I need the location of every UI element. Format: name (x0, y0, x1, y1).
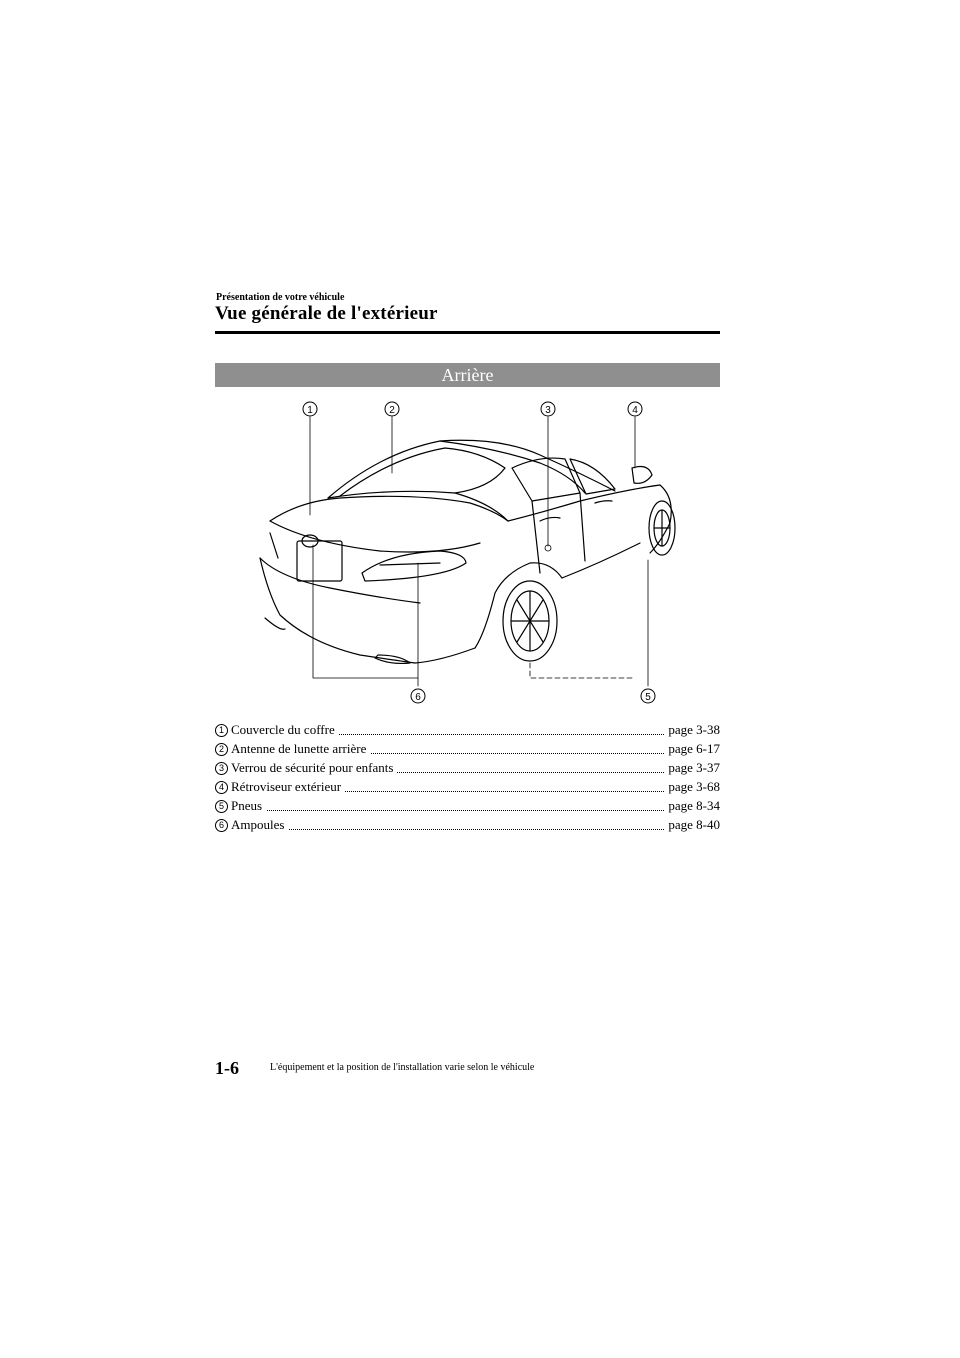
dot-leader (231, 791, 720, 792)
rear-wheel (502, 580, 558, 662)
legend-item-2: 2 Antenne de lunette arrière page 6-17 (215, 741, 720, 760)
legend-page-ref: page 3-37 (664, 760, 720, 776)
callout-4-circle (627, 401, 643, 417)
page-number: 1-6 (215, 1058, 239, 1078)
legend-item-1: 1 Couvercle du coffre page 3-38 (215, 722, 720, 741)
car-body (259, 439, 672, 665)
callout-1-circle (302, 401, 318, 417)
front-wheel (648, 500, 676, 556)
legend-item-4: 4 Rétroviseur extérieur page 3-68 (215, 779, 720, 798)
legend-item-5: 5 Pneus page 8-34 (215, 798, 720, 817)
callout-4-text: 4 (632, 405, 638, 416)
legend-item-3: 3 Verrou de sécurité pour enfants page 3… (215, 760, 720, 779)
page-title: Vue générale de l'extérieur (215, 303, 438, 324)
legend-page-ref: page 8-34 (664, 798, 720, 814)
legend-page-ref: page 8-40 (664, 817, 720, 833)
title-rule (215, 331, 720, 334)
callout-3-text: 3 (545, 405, 551, 416)
legend-number-badge: 5 (215, 800, 228, 813)
callouts: 1 2 3 4 5 6 (302, 401, 656, 704)
dot-leader (231, 753, 720, 754)
section-banner: Arrière (215, 363, 720, 387)
callout-1-text: 1 (307, 405, 313, 416)
legend-label: Ampoules (231, 817, 289, 833)
footer-note: L'équipement et la position de l'install… (270, 1062, 535, 1073)
legend-label: Pneus (231, 798, 267, 814)
legend-label: Rétroviseur extérieur (231, 779, 346, 795)
legend-number-badge: 4 (215, 781, 228, 794)
car-rear-illustration: 1 2 3 4 5 6 (259, 401, 676, 704)
legend-number-badge: 6 (215, 819, 228, 832)
callout-5-text: 5 (645, 692, 651, 703)
dot-leader (231, 829, 720, 830)
legend-page-ref: page 3-68 (664, 779, 720, 795)
legend-label: Antenne de lunette arrière (231, 741, 371, 757)
leader-lines (309, 416, 649, 687)
legend-number-badge: 3 (215, 762, 228, 775)
legend-item-6: 6 Ampoules page 8-40 (215, 817, 720, 836)
legend-number-badge: 2 (215, 743, 228, 756)
legend-label: Verrou de sécurité pour enfants (231, 760, 398, 776)
callout-5-circle (640, 688, 656, 704)
legend-page-ref: page 3-38 (664, 722, 720, 738)
callout-2-circle (384, 401, 400, 417)
callout-6-circle (410, 688, 426, 704)
dot-leader (231, 734, 720, 735)
legend-page-ref: page 6-17 (664, 741, 720, 757)
dot-leader (231, 772, 720, 773)
section-label: Présentation de votre véhicule (216, 292, 345, 303)
callout-6-text: 6 (415, 692, 421, 703)
callout-2-text: 2 (389, 405, 395, 416)
dot-leader (231, 810, 720, 811)
legend-number-badge: 1 (215, 724, 228, 737)
legend-label: Couvercle du coffre (231, 722, 339, 738)
callout-3-circle (540, 401, 556, 417)
banner-title: Arrière (441, 365, 494, 385)
